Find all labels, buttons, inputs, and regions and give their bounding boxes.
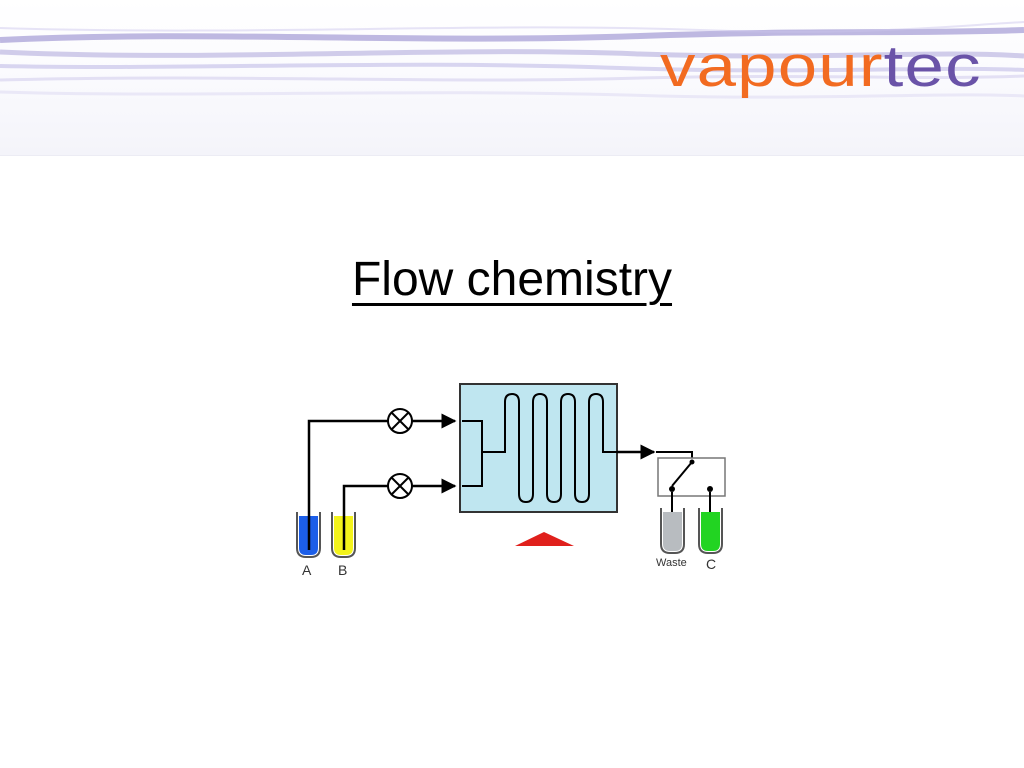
logo-text-tec: tec (883, 34, 982, 99)
slide-title: Flow chemistry (351, 253, 673, 306)
vessel-c (698, 508, 723, 554)
logo-text-vapour: vapour (660, 34, 884, 99)
tube-b (342, 478, 457, 550)
vessel-label-waste: Waste (656, 557, 687, 569)
reactor-box (459, 383, 618, 513)
vapourtec-logo: vapourtec (660, 38, 982, 96)
reactor-coil (462, 392, 617, 504)
swoosh-decoration (0, 21, 1024, 99)
vessel-label-c: C (706, 556, 716, 572)
header-banner: vapourtec (0, 0, 1024, 156)
vessel-label-a: A (302, 562, 312, 578)
vessel-label-b: B (338, 562, 347, 578)
pump-b-icon (387, 473, 413, 499)
vessel-waste (660, 508, 685, 554)
heater-icon (515, 532, 574, 546)
pump-a-icon (387, 408, 413, 434)
